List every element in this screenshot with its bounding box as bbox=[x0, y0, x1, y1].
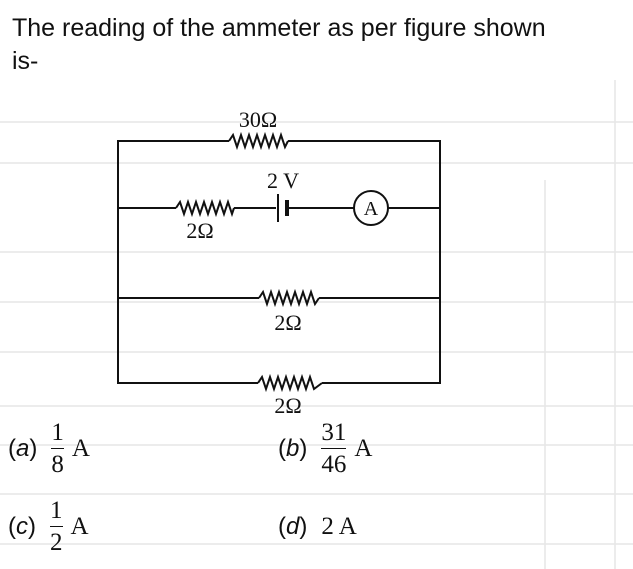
resistor-2-ohm-lower-2 bbox=[257, 373, 323, 393]
option-b-denominator: 46 bbox=[321, 451, 347, 479]
resistor-2-ohm-lower-1 bbox=[258, 288, 320, 308]
option-d-value: 2 A bbox=[321, 513, 357, 540]
outer-loop-wire-right bbox=[288, 140, 441, 384]
label-2-ohm-lower-2: 2Ω bbox=[274, 393, 301, 418]
outer-loop-wire bbox=[117, 140, 258, 384]
option-c-label: (c) bbox=[8, 513, 36, 540]
option-c[interactable]: (c) 1 2 A bbox=[8, 497, 89, 557]
option-d-label: (d) bbox=[278, 513, 308, 540]
question-text: The reading of the ammeter as per figure… bbox=[12, 12, 627, 78]
option-a[interactable]: (a) 1 8 A bbox=[8, 419, 90, 479]
resistor-2-ohm-middle bbox=[175, 198, 235, 218]
option-b-numerator: 31 bbox=[321, 418, 347, 446]
option-c-fraction: 1 2 bbox=[50, 496, 63, 557]
option-c-numerator: 1 bbox=[50, 496, 63, 524]
label-30-ohm: 30Ω bbox=[239, 107, 277, 132]
option-b-label: (b) bbox=[278, 435, 308, 462]
option-c-denominator: 2 bbox=[50, 529, 63, 557]
option-a-fraction: 1 8 bbox=[51, 418, 64, 479]
question-line-2: is- bbox=[12, 47, 39, 75]
fraction-bar bbox=[51, 447, 64, 450]
option-b-unit: A bbox=[354, 435, 373, 462]
label-2-ohm-middle: 2Ω bbox=[186, 218, 213, 243]
label-2-ohm-lower-1: 2Ω bbox=[274, 310, 301, 335]
fraction-bar bbox=[321, 447, 347, 450]
ammeter-letter: A bbox=[364, 198, 379, 220]
option-a-label: (a) bbox=[8, 435, 38, 462]
option-a-numerator: 1 bbox=[51, 418, 64, 446]
resistor-30-ohm bbox=[228, 131, 289, 151]
label-battery: 2 V bbox=[267, 168, 299, 193]
question-line-1: The reading of the ammeter as per figure… bbox=[12, 14, 546, 42]
option-d[interactable]: (d) 2 A bbox=[278, 497, 357, 557]
option-b-fraction: 31 46 bbox=[321, 418, 347, 479]
option-c-unit: A bbox=[70, 513, 89, 540]
option-b[interactable]: (b) 31 46 A bbox=[278, 419, 372, 479]
option-a-denominator: 8 bbox=[51, 451, 64, 479]
fraction-bar bbox=[50, 525, 63, 528]
option-a-unit: A bbox=[71, 435, 90, 462]
